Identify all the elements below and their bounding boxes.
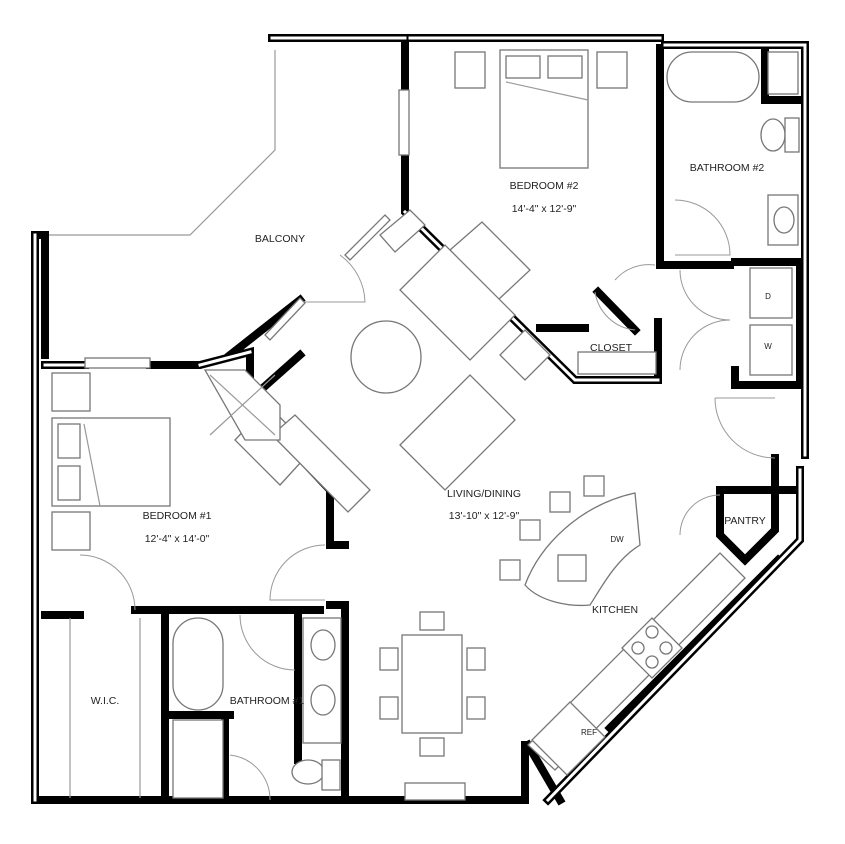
bedroom1-label: BEDROOM #1 [142, 510, 212, 522]
kitchen-label: KITCHEN [591, 604, 639, 616]
bathroom2-label: BATHROOM #2 [689, 162, 765, 174]
bedroom1-size: 12'-4" x 14'-0" [144, 533, 210, 545]
kitchen-fixtures [499, 475, 746, 776]
living-label: LIVING/DINING [446, 488, 522, 500]
door-swings [79, 199, 776, 801]
walls [31, 34, 809, 806]
pantry-label: PANTRY [724, 515, 766, 527]
balcony-label: BALCONY [254, 233, 306, 245]
windows [84, 89, 410, 369]
bedroom1-furniture [51, 372, 171, 798]
balcony-railing [45, 50, 276, 236]
dining-set [379, 611, 486, 801]
bathroom1-label: BATHROOM #1 [229, 695, 305, 707]
bedroom2-size: 14'-4" x 12'-9" [511, 203, 577, 215]
closet-label: CLOSET [589, 342, 633, 354]
bedroom2-furniture [449, 49, 628, 301]
dishwasher-label: DW [610, 535, 624, 544]
wic-label: W.I.C. [90, 695, 120, 707]
bedroom2-label: BEDROOM #2 [509, 180, 579, 192]
dryer-label: D [765, 292, 771, 301]
living-furniture [203, 209, 551, 513]
bathroom1-fixtures [172, 617, 342, 799]
bathroom2-fixtures [577, 51, 800, 376]
living-size: 13'-10" x 12'-9" [448, 510, 520, 522]
washer-label: W [764, 342, 772, 351]
fridge-label: REF [581, 728, 597, 737]
